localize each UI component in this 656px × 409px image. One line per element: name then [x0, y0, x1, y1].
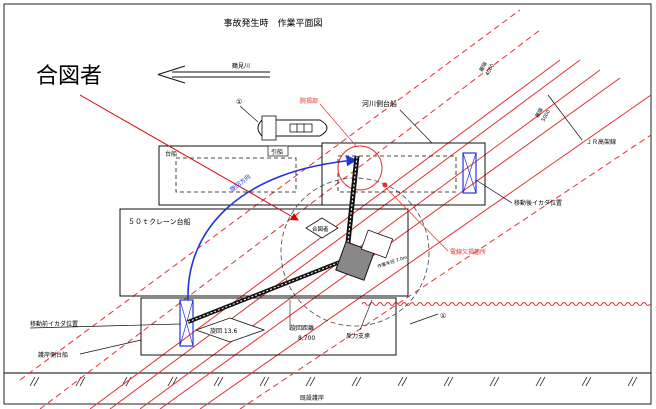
crane-barge-outline [119, 208, 409, 297]
river-side-barge [321, 142, 486, 206]
reaction-leader [359, 299, 373, 331]
bank-hatch [259, 376, 266, 387]
tug-boat [257, 115, 328, 141]
bank-hatch [631, 376, 638, 387]
river-barge-leader [399, 109, 433, 144]
damage-point-label: 腕損部 [300, 97, 318, 105]
bank-barge-label: 護岸側台船 [38, 351, 68, 359]
tug-mark: ① [236, 98, 242, 106]
damage-point-leader [319, 103, 357, 147]
bank-hatch [213, 376, 220, 387]
bank-hatch [355, 376, 362, 387]
bank-hatch [397, 376, 404, 387]
bank-hatch [263, 376, 270, 387]
bank-hatch [447, 376, 454, 387]
jr-viaduct-label: ＪＲ高架線 [586, 138, 616, 146]
river-side-barge-label: 河川側台船 [362, 99, 397, 108]
drawing-frame [3, 3, 652, 405]
dim-lower-value: 5000 [541, 109, 553, 123]
damage-circle [337, 145, 383, 191]
bank-hatch [33, 376, 40, 387]
raft-before-label: 移動前イカダ位置 [30, 320, 78, 328]
wire-damage-label: 電線欠損箇所 [450, 248, 486, 256]
bank-hatch [401, 376, 408, 387]
bank-hatch [539, 376, 546, 387]
tug-label: 引船 [271, 148, 283, 156]
barge-inner [175, 157, 297, 193]
raft-after-label: 移動後イカダ位置 [514, 199, 562, 207]
crane-body [335, 229, 394, 281]
signalman-small-label: 合図者 [312, 225, 329, 233]
bank-hatch [217, 376, 224, 387]
jr-viaduct-leader [547, 94, 583, 141]
power-line-dashed-0 [39, 29, 541, 409]
barge-label: 台船 [165, 150, 177, 158]
bank-hatch [167, 376, 174, 387]
bank-hatch [489, 376, 496, 387]
bank-hatch [351, 376, 358, 387]
bank-bottom-label: 既設護岸 [300, 394, 324, 402]
bank-hatch [305, 376, 312, 387]
power-line-dashed-1 [239, 134, 652, 409]
raft-after-leader [475, 179, 513, 204]
dim-upper-value: 4000 [485, 63, 497, 77]
crane-barge-label: ５０ｔクレーン台船 [128, 217, 191, 226]
raft-after-box [462, 152, 477, 194]
river-label: 鶴見川 [232, 62, 250, 70]
bank-hatching [29, 376, 638, 387]
bank-hatch [493, 376, 500, 387]
wire-damage-leader [385, 187, 449, 252]
signalman-callout-label: 合図者 [36, 64, 103, 89]
river-side-barge-inner [337, 155, 457, 193]
radius-label: 旋回距離 [290, 324, 314, 332]
signalman-marker [305, 217, 339, 239]
swing-arc [187, 155, 358, 301]
bank-hatch [443, 376, 450, 387]
wire-damage-dot [382, 182, 388, 188]
river-flow-arrow [157, 65, 270, 84]
raft-before-box [179, 299, 194, 347]
tug-mark-2-leader [409, 313, 439, 325]
bank-hatch [627, 376, 634, 387]
power-line-solid-1 [109, 59, 581, 409]
bank-hatch [585, 376, 592, 387]
signalman-callout-arrow [79, 94, 299, 221]
raft-before-leader [29, 323, 181, 329]
bank-hatch [309, 376, 316, 387]
radius-value: 8,700 [298, 335, 315, 342]
tug-mark-leader [239, 105, 259, 123]
bank-hatch [79, 376, 86, 387]
bank-hatch [581, 376, 588, 387]
dim-upper-label: 離隔 [478, 61, 489, 73]
reaction-label: 反力支承 [346, 332, 370, 340]
crane-boom-lower [187, 256, 351, 324]
dim-lower-label: 離隔 [534, 107, 545, 119]
bank-hatch [29, 376, 36, 387]
boom-angle-marker [194, 317, 266, 343]
water-edge-wave [361, 302, 651, 306]
tug-mark-2: ① [440, 312, 446, 320]
drawing-title: 事故発生時 作業平面図 [223, 17, 322, 29]
bank-hatch [535, 376, 542, 387]
boom-angle-label: 旋回 13.6 [210, 327, 237, 335]
power-line-dashed-2 [19, 9, 521, 381]
bank-hatch [125, 376, 132, 387]
tug-tag [267, 145, 289, 157]
bank-side-barge [140, 297, 397, 356]
swing-direction-label: 旋回方向 [228, 172, 252, 193]
bank-barge-leader [79, 339, 142, 355]
power-line-solid-4 [199, 94, 652, 409]
